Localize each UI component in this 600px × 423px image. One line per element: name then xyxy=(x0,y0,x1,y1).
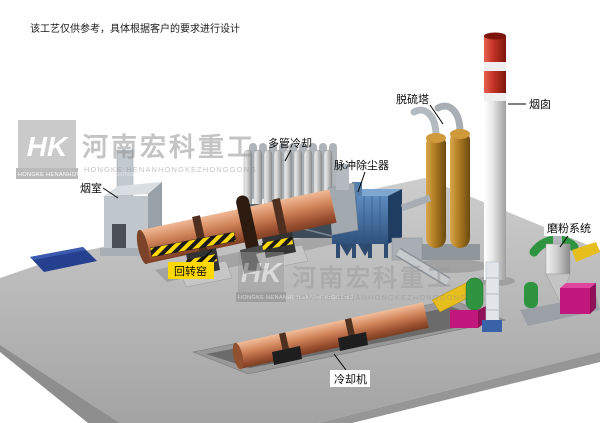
collector-leg xyxy=(352,244,356,258)
watermark-center: HK HONGKE HENANHONGKEZHONGGONG 河南宏科重工 HO… xyxy=(236,252,467,302)
chimney-red-band xyxy=(484,71,506,93)
collector-leg xyxy=(336,244,340,258)
collector-leg xyxy=(384,244,388,258)
label-bg-cooling-machine xyxy=(330,370,370,387)
chimney-rim xyxy=(484,32,506,40)
watermark-logo-strip xyxy=(236,292,286,302)
watermark-logo-text: HK xyxy=(27,131,69,162)
desulfurization-towers xyxy=(410,102,480,260)
label-line-kiln xyxy=(199,249,213,263)
label-line-cooling-machine xyxy=(333,353,347,371)
label-line-smoke-chamber xyxy=(102,187,119,199)
blue-slab xyxy=(30,247,97,272)
chimney xyxy=(484,32,506,280)
cooling-machine xyxy=(232,302,429,370)
collector-duct xyxy=(400,194,432,212)
label-line-multi-tube xyxy=(284,149,292,162)
tower-dome xyxy=(426,133,446,143)
green-cylinder xyxy=(524,282,538,308)
tower-pipe xyxy=(434,102,464,136)
label-bg-grinding xyxy=(544,220,594,236)
tower-dome xyxy=(450,129,470,139)
label-rotary-kiln: 回转窑 xyxy=(174,264,207,278)
chimney-white-band xyxy=(484,62,506,71)
kiln-end-accessories xyxy=(431,261,502,332)
chimney-body xyxy=(484,100,506,280)
watermark-logo-box xyxy=(18,120,76,168)
watermark-company-cn: 河南宏科重工 xyxy=(292,264,454,292)
blue-base-box xyxy=(482,320,502,332)
screw-conveyor xyxy=(396,248,450,286)
watermark-company-cn: 河南宏科重工 xyxy=(82,132,256,162)
magenta-mill-side xyxy=(590,283,596,314)
kiln-head-duct xyxy=(336,164,349,190)
collector-hopper xyxy=(340,244,354,256)
tower-vessel xyxy=(450,130,470,248)
watermark-logo-caption: HONGKE HENANHONGKEZHONGGONG xyxy=(238,295,354,301)
chimney-white-band xyxy=(484,93,506,101)
cooler-end-cap xyxy=(232,342,244,370)
label-smoke-chamber: 烟室 xyxy=(80,181,102,195)
label-multi-tube-cooler: 多管冷却 xyxy=(268,136,312,150)
magenta-box xyxy=(450,310,478,328)
label-chimney: 烟囱 xyxy=(529,97,551,111)
hazard-railing xyxy=(149,231,237,258)
yellow-duct xyxy=(572,242,600,262)
collector-hopper xyxy=(358,244,372,256)
label-pulse-dust-collector: 脉冲除尘器 xyxy=(334,158,389,172)
smoke-chamber-base xyxy=(100,248,152,256)
label-line-grinding xyxy=(559,235,569,248)
tower-pipe xyxy=(410,106,440,140)
watermark-logo-text: HK xyxy=(241,257,283,288)
collector-stack xyxy=(352,182,362,196)
green-cyclone xyxy=(465,277,484,311)
smoke-chamber-top xyxy=(104,182,162,196)
equipment-labels: 烟室 多管冷却 脉冲除尘器 脱硫塔 烟囱 磨粉系统 回转窑 冷却机 xyxy=(80,92,594,387)
cooler-support xyxy=(272,346,302,365)
watermark-logo-box xyxy=(238,252,284,292)
smoke-chamber-door xyxy=(112,224,126,250)
label-bg-kiln xyxy=(168,262,214,279)
rotary-kiln xyxy=(136,164,359,288)
tower-stand xyxy=(420,244,480,260)
watermark-company-en: HONGKE HENANHONGKEZHONGGONG xyxy=(294,293,467,302)
kiln-girth-gear xyxy=(236,195,259,254)
label-desulfurization-tower: 脱硫塔 xyxy=(396,92,429,106)
collector-side xyxy=(388,189,402,244)
watermark-top-left: HK HONGKE HENANHONGKEZHONGGONG 河南宏科重工 HO… xyxy=(16,120,257,179)
collector-leg xyxy=(368,244,372,258)
kiln-end-cap xyxy=(136,229,150,265)
white-column xyxy=(485,261,500,323)
disclaimer-text: 该工艺仅供参考，具体根据客户的要求进行设计 xyxy=(30,22,240,35)
kiln-tyre xyxy=(271,198,288,237)
cooler-support xyxy=(338,332,368,351)
watermark-logo-strip xyxy=(16,168,78,179)
watermark-company-en: HONGKE HENANHONGKEZHONGGONG xyxy=(84,165,257,174)
magenta-mill-top xyxy=(560,283,596,288)
tower-vessel xyxy=(426,134,446,248)
label-line-tower xyxy=(429,104,444,125)
chimney-red-top xyxy=(484,36,506,62)
label-grinding-system: 磨粉系统 xyxy=(547,222,591,235)
magenta-mill xyxy=(560,288,590,314)
label-line-dust-collector xyxy=(357,171,366,193)
label-cooling-machine: 冷却机 xyxy=(334,372,367,386)
cyclone-body xyxy=(545,243,571,275)
kiln-pier-hazard xyxy=(262,237,293,250)
watermark-logo-caption: HONGKE HENANHONGKEZHONGGONG xyxy=(18,172,134,178)
